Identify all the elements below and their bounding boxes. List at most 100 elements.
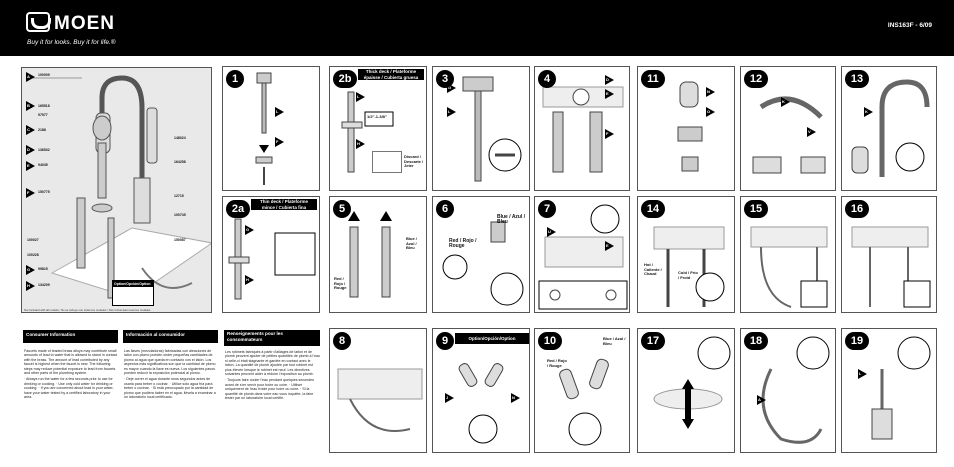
step-number: 10: [538, 332, 562, 350]
step-number: 4: [538, 70, 556, 88]
part-number: 100027: [27, 238, 39, 242]
marker-f-icon: F: [275, 137, 284, 147]
marker-g-icon: G: [26, 265, 35, 275]
marker-h-icon: H: [356, 139, 365, 149]
brand-logo: MOEN: [26, 12, 115, 35]
marker-a-icon: A: [26, 72, 35, 82]
marker-l-icon: L: [447, 107, 456, 117]
part-number: 165518: [38, 104, 50, 108]
consumer-paragraph: · Always run the water for a few seconds…: [24, 377, 114, 400]
part-number: 148024: [174, 136, 186, 140]
parts-exploded-view: [32, 75, 211, 299]
consumer-title-fr: Renseignements pour les consommateurs: [224, 330, 320, 346]
marker-l-icon: L: [275, 107, 284, 117]
step-number: 2b: [333, 70, 357, 88]
marker-d-icon: D: [605, 75, 614, 85]
consumer-title-en: Consumer Information: [23, 330, 118, 343]
discard-label: Discard / Descarte / Jeter: [404, 154, 424, 168]
step-2b-panel: 2b Thick deck / Plateforme épaisse / Cub…: [329, 66, 427, 191]
step-15-panel: 15: [740, 196, 836, 313]
part-number: 94035: [38, 163, 48, 167]
step-number: 6: [436, 200, 454, 218]
marker-k-icon: K: [864, 107, 873, 117]
parts-panel: 100009 165518 97577 2188 136532 94035 15…: [21, 67, 212, 313]
step-1-panel: 1 L F: [222, 66, 320, 191]
marker-g-icon: G: [245, 225, 254, 235]
option-header: Option/Opción/Option: [455, 333, 529, 344]
marker-n-icon: N: [706, 87, 715, 97]
consumer-paragraph: · Deje correr el agua durante unos segun…: [124, 377, 216, 400]
hot-label: Hot / Caliente / Chaud: [644, 262, 662, 276]
step-number: 7: [538, 200, 556, 218]
brand-name: MOEN: [54, 13, 115, 34]
header-bar: MOEN Buy it for looks. Buy it for life.®…: [0, 0, 954, 56]
step-19-panel: 19 L: [841, 328, 937, 453]
part-number: 100745: [174, 213, 186, 217]
step-6-panel: 6 Blue / Azul / Bleu Red / Rojo / Rouge: [432, 196, 530, 313]
step-number: 17: [641, 332, 665, 350]
part-number: 100228: [27, 253, 39, 257]
marker-c-icon: C: [26, 125, 35, 135]
red-label: Red / Rojo / Rouge: [334, 276, 347, 290]
document-id: INS163F - 6/09: [887, 22, 932, 29]
blue-label: Blue / Azul / Bleu: [406, 236, 417, 250]
step-number: 5: [333, 200, 351, 218]
part-number: 2188: [38, 128, 46, 132]
step-13-panel: 13 K: [841, 66, 937, 191]
marker-e-icon: E: [605, 89, 614, 99]
step-7-panel: 7 U E: [534, 196, 630, 313]
step-17-panel: 17: [637, 328, 735, 453]
step-9-panel: 9 Option/Opción/Option J N: [432, 328, 530, 453]
step-2a-panel: 2a Thin deck / Plateforme mince / Cubier…: [222, 196, 320, 313]
consumer-paragraph: Les robinets fabriqués à partir d'alliag…: [225, 350, 320, 377]
marker-h-icon: H: [26, 281, 35, 291]
step-10-panel: 10 Blue / Azul / Bleu Red / Rojo / Rouge: [534, 328, 630, 453]
moen-logo-icon: [26, 12, 51, 32]
red-label: Red / Rojo / Rouge: [449, 238, 477, 249]
consumer-title-es: Información al consumidor: [123, 330, 218, 343]
step-number: 9: [436, 332, 454, 350]
step-number: 13: [845, 70, 869, 88]
part-number: 150775: [38, 190, 50, 194]
step-number: 19: [845, 332, 869, 350]
part-number: 134209: [38, 283, 50, 287]
consumer-text-en: Faucets made of leaded brass alloys may …: [24, 349, 119, 401]
marker-j-icon: J: [445, 393, 454, 403]
part-number: 164258: [174, 160, 186, 164]
part-number: 99815: [38, 267, 48, 271]
step-number: 14: [641, 200, 665, 218]
marker-u-icon: U: [547, 227, 556, 237]
marker-l-icon: L: [356, 92, 365, 102]
marker-d-icon: D: [26, 145, 35, 155]
marker-l-icon: L: [858, 369, 867, 379]
part-number: 12715: [174, 194, 184, 198]
discard-inset: [372, 151, 402, 173]
consumer-paragraph: Las llaves (mezcladoras) fabricadas con …: [124, 349, 216, 376]
step-12-panel: 12 K V: [740, 66, 836, 191]
step-3-panel: 3 G L: [432, 66, 530, 191]
step-number: 2a: [226, 200, 250, 218]
step-number: 1: [226, 70, 244, 88]
step-4-panel: 4 D E F: [534, 66, 630, 191]
thin-deck-header: Thin deck / Plateforme mince / Cubierta …: [251, 199, 317, 210]
blue-label: Blue / Azul / Bleu: [603, 336, 626, 346]
part-number: 150087: [174, 238, 186, 242]
consumer-paragraph: Faucets made of leaded brass alloys may …: [24, 349, 118, 376]
step-number: 15: [744, 200, 768, 218]
part-number: 136532: [38, 148, 50, 152]
consumer-paragraph: · Toujours faire couler l'eau pendant qu…: [225, 378, 314, 401]
step-number: 8: [333, 332, 351, 350]
step-11-panel: 11 N O: [637, 66, 735, 191]
consumer-text-es: Las llaves (mezcladoras) fabricadas con …: [124, 349, 219, 401]
step-16-panel: 16: [841, 196, 937, 313]
marker-o-icon: O: [706, 107, 715, 117]
deck-range-label: 1/2"-1-3/8": [367, 114, 387, 119]
step-number: 18: [744, 332, 768, 350]
option-title: Option/Opción/Option: [113, 281, 153, 287]
step-18-panel: 18 A: [740, 328, 836, 453]
option-box: Option/Opción/Option: [112, 280, 154, 306]
part-number: 100009: [38, 73, 50, 77]
blue-label: Blue / Azul / Bleu: [497, 214, 526, 225]
thick-deck-header: Thick deck / Plateforme épaisse / Cubier…: [358, 69, 424, 80]
marker-e-icon: E: [605, 241, 614, 251]
